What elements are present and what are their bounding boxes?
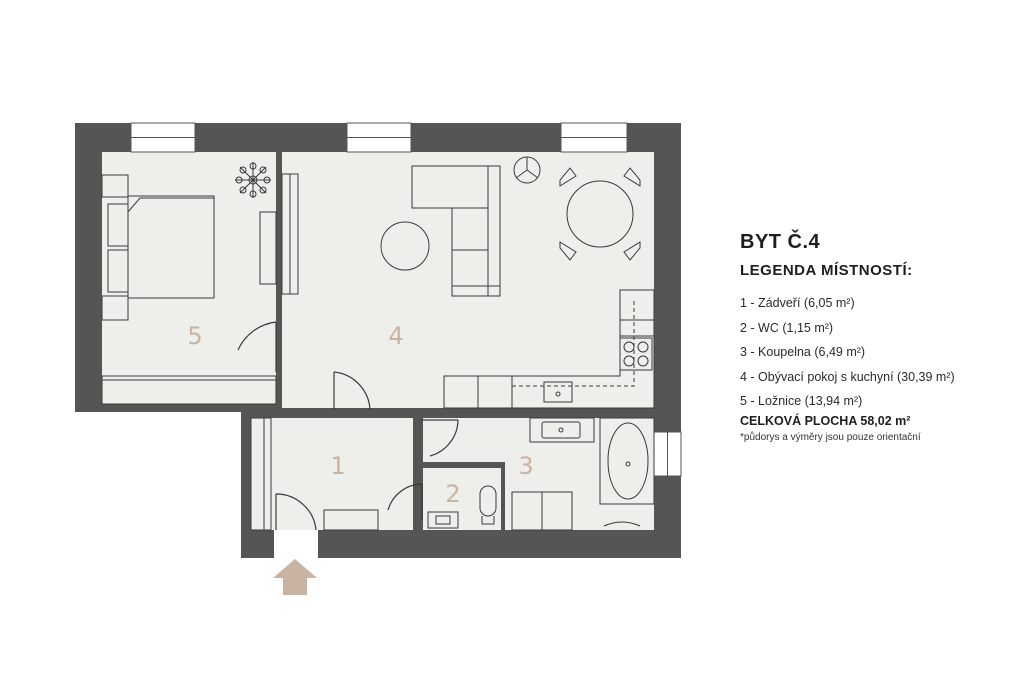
wc-fixtures <box>427 485 497 529</box>
coffee-table <box>380 221 430 271</box>
room-numbers: 5 4 1 2 3 <box>187 322 533 508</box>
room-number-4: 4 <box>388 322 403 350</box>
entrance-arrow-icon <box>273 559 317 595</box>
plant-icon <box>235 162 271 198</box>
bedroom-furniture <box>101 174 277 405</box>
disclaimer-note: *půdorys a výměry jsou pouze orientační <box>740 431 921 443</box>
coat-closet <box>250 417 272 531</box>
room-number-5: 5 <box>187 322 202 350</box>
room-number-1: 1 <box>330 452 345 480</box>
wardrobe <box>101 375 277 405</box>
pillow <box>107 249 129 293</box>
dining-table <box>566 180 634 248</box>
dining-set <box>559 167 641 261</box>
floor-lamp-icon <box>513 156 541 184</box>
entrance-opening <box>274 530 318 558</box>
pillow <box>107 203 129 247</box>
hallway-furniture <box>250 417 379 531</box>
room-number-2: 2 <box>445 480 460 508</box>
living-furniture <box>281 165 501 297</box>
legend-item: 3 - Koupelna (6,49 m²) <box>740 345 866 359</box>
cooktop-icon <box>619 337 653 371</box>
apartment-title: BYT Č.4 <box>740 231 821 253</box>
legend-item: 2 - WC (1,15 m²) <box>740 320 834 335</box>
legend-heading: LEGENDA MÍSTNOSTÍ: <box>740 262 913 279</box>
legend-item: 5 - Ložnice (13,94 m²) <box>740 394 863 408</box>
windows <box>130 122 682 477</box>
kitchen <box>443 289 655 409</box>
bed <box>127 195 215 299</box>
interior-walls <box>102 152 654 530</box>
desk <box>259 211 277 285</box>
shoe-cabinet <box>323 509 379 531</box>
nightstand <box>101 295 129 321</box>
total-area: CELKOVÁ PLOCHA 58,02 m² <box>740 413 911 428</box>
legend-item: 1 - Zádveří (6,05 m²) <box>740 296 855 310</box>
sofa <box>411 165 501 297</box>
nightstand <box>101 174 129 198</box>
legend: BYT Č.4 LEGENDA MÍSTNOSTÍ: 1 - Zádveří (… <box>740 231 1020 443</box>
toilet <box>479 485 497 517</box>
bathroom-fixtures <box>511 417 655 531</box>
floor-plan: 5 4 1 2 3 <box>75 122 682 595</box>
legend-item: 4 - Obývací pokoj s kuchyní (30,39 m²) <box>740 369 955 384</box>
room-number-3: 3 <box>518 452 533 480</box>
doors <box>237 321 459 531</box>
